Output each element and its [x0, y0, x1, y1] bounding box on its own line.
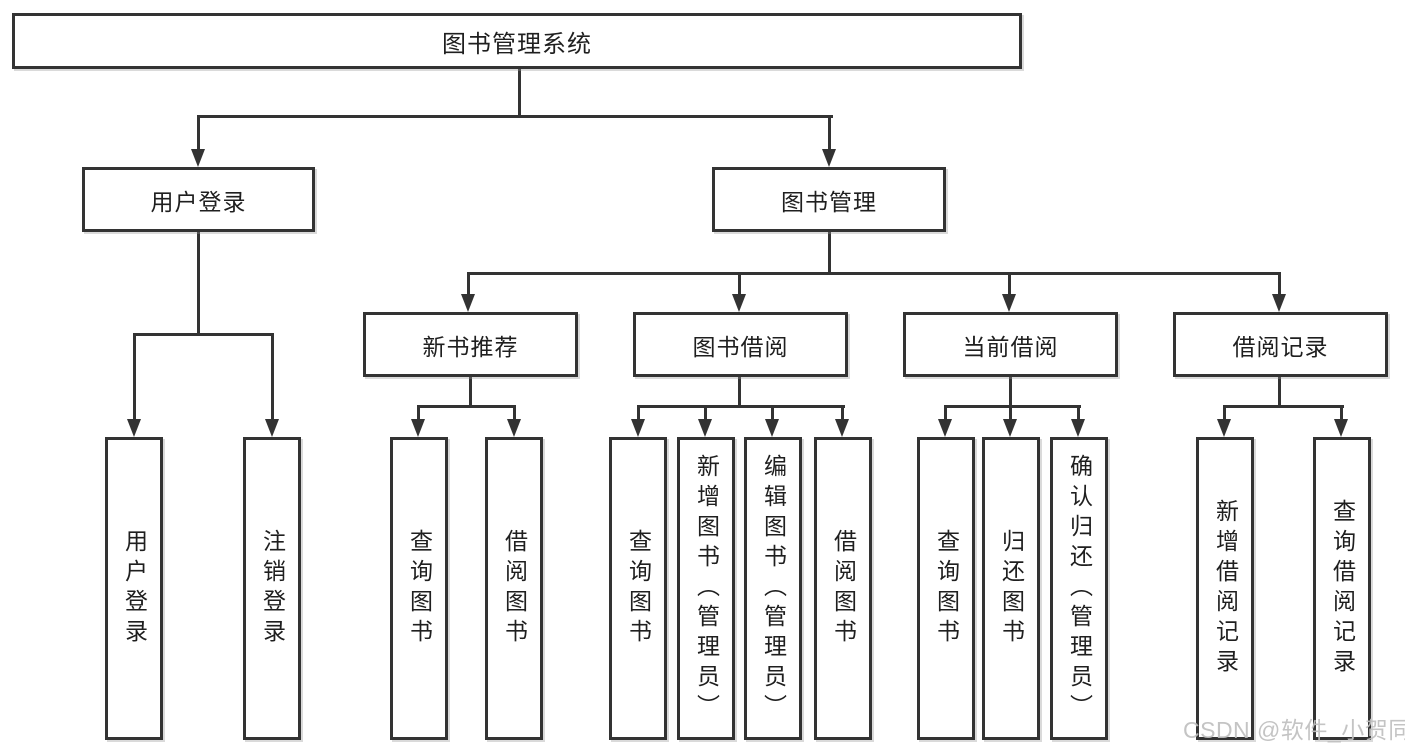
connector-line — [841, 405, 844, 421]
arrow-down-icon — [698, 419, 712, 437]
connector-line — [417, 405, 516, 408]
connector-line — [1009, 377, 1012, 407]
connector-line — [944, 405, 1081, 408]
node-label: 注销登录 — [259, 528, 286, 649]
leaf-edit-book-admin: 编辑图书（管理员） — [744, 437, 802, 740]
leaf-add-book-admin: 新增图书（管理员） — [677, 437, 735, 740]
leaf-logout: 注销登录 — [243, 437, 301, 740]
node-label: 新增借阅记录 — [1212, 498, 1239, 679]
connector-line — [518, 68, 521, 117]
node-label: 图书管理系统 — [442, 30, 592, 58]
connector-line — [133, 333, 274, 336]
connector-line — [197, 115, 833, 118]
arrow-down-icon — [1071, 419, 1085, 437]
node-label: 新书推荐 — [422, 333, 519, 360]
arrow-down-icon — [1003, 419, 1017, 437]
arrow-down-icon — [191, 149, 205, 167]
arrow-down-icon — [1217, 419, 1231, 437]
node-label: 查询图书 — [933, 528, 960, 649]
node-label: 确认归还（管理员） — [1066, 453, 1093, 724]
leaf-query-books-recommend: 查询图书 — [390, 437, 448, 740]
node-label: 借阅图书 — [830, 528, 857, 649]
arrow-down-icon — [835, 419, 849, 437]
node-label: 查询图书 — [625, 528, 652, 649]
arrow-down-icon — [1334, 419, 1348, 437]
node-label: 借阅记录 — [1232, 333, 1329, 360]
watermark: CSDN @软件_小贺同学 — [1183, 717, 1405, 743]
arrow-down-icon — [507, 419, 521, 437]
leaf-query-books-borrow: 查询图书 — [609, 437, 667, 740]
arrow-down-icon — [732, 294, 746, 312]
connector-line — [513, 405, 516, 421]
arrow-down-icon — [265, 419, 279, 437]
node-label: 图书管理 — [781, 188, 877, 215]
node-label: 新增图书（管理员） — [693, 453, 720, 724]
node-label: 当前借阅 — [962, 333, 1059, 360]
node-label: 图书借阅 — [692, 333, 789, 360]
connector-line — [467, 272, 470, 296]
leaf-borrow-books-recommend: 借阅图书 — [485, 437, 543, 740]
connector-line — [704, 405, 707, 421]
leaf-query-borrow-record: 查询借阅记录 — [1313, 437, 1371, 740]
connector-line — [1009, 405, 1012, 421]
leaf-return-book: 归还图书 — [982, 437, 1040, 740]
arrow-down-icon — [1002, 294, 1016, 312]
connector-line — [637, 405, 640, 421]
connector-line — [1278, 272, 1281, 296]
leaf-user-login: 用户登录 — [105, 437, 163, 740]
connector-line — [738, 272, 741, 296]
node-new-book-recommend: 新书推荐 — [363, 312, 578, 377]
leaf-confirm-return-admin: 确认归还（管理员） — [1050, 437, 1108, 740]
arrow-down-icon — [411, 419, 425, 437]
connector-line — [738, 377, 741, 407]
connector-line — [637, 405, 845, 408]
connector-line — [133, 333, 136, 421]
node-label: 查询借阅记录 — [1329, 498, 1356, 679]
connector-line — [1223, 405, 1344, 408]
leaf-borrow-books: 借阅图书 — [814, 437, 872, 740]
connector-line — [271, 333, 274, 421]
node-book-management: 图书管理 — [712, 167, 946, 232]
connector-line — [417, 405, 420, 421]
node-label: 编辑图书（管理员） — [760, 453, 787, 724]
node-label: 借阅图书 — [501, 528, 528, 649]
node-label: 用户登录 — [121, 528, 148, 649]
connector-line — [1223, 405, 1226, 421]
connector-line — [828, 115, 831, 151]
connector-line — [1077, 405, 1080, 421]
node-user-login: 用户登录 — [82, 167, 315, 232]
leaf-add-borrow-record: 新增借阅记录 — [1196, 437, 1254, 740]
node-label: 归还图书 — [998, 528, 1025, 649]
node-current-borrow: 当前借阅 — [903, 312, 1118, 377]
node-book-borrow: 图书借阅 — [633, 312, 848, 377]
connector-line — [771, 405, 774, 421]
arrow-down-icon — [1272, 294, 1286, 312]
connector-line — [469, 377, 472, 407]
arrow-down-icon — [631, 419, 645, 437]
leaf-query-books-current: 查询图书 — [917, 437, 975, 740]
connector-line — [1008, 272, 1011, 296]
arrow-down-icon — [938, 419, 952, 437]
arrow-down-icon — [765, 419, 779, 437]
node-library-system: 图书管理系统 — [12, 13, 1022, 69]
connector-line — [828, 232, 831, 274]
arrow-down-icon — [822, 149, 836, 167]
node-borrow-record: 借阅记录 — [1173, 312, 1388, 377]
connector-line — [197, 232, 200, 335]
connector-line — [467, 272, 1281, 275]
connector-line — [1278, 377, 1281, 407]
arrow-down-icon — [461, 294, 475, 312]
arrow-down-icon — [127, 419, 141, 437]
connector-line — [197, 115, 200, 151]
node-label: 查询图书 — [406, 528, 433, 649]
connector-line — [944, 405, 947, 421]
node-label: 用户登录 — [150, 188, 247, 215]
connector-line — [1340, 405, 1343, 421]
